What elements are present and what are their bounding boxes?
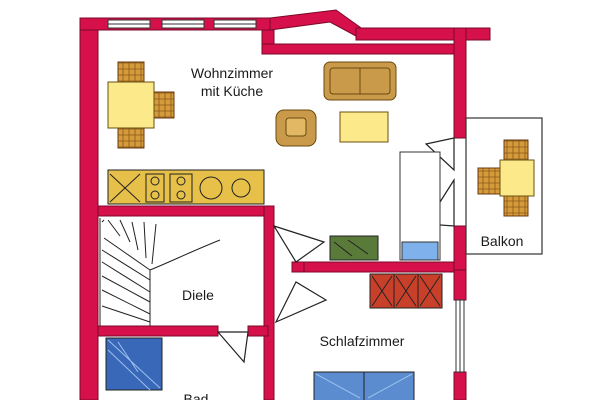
bed	[313, 371, 415, 400]
wall-top-angled	[269, 9, 365, 37]
windows	[107, 19, 465, 373]
door-living	[272, 224, 326, 263]
wall-right-upper	[453, 27, 467, 139]
armchair	[275, 109, 317, 147]
wall-left-outer	[79, 17, 99, 400]
wall-hall-bedroom-v	[263, 205, 275, 400]
wall-right-lower	[453, 269, 467, 301]
room-label-bath: Bad	[184, 391, 209, 400]
wall-bedroom-top	[299, 261, 455, 273]
staircase	[99, 218, 221, 326]
dining-set-balcony	[477, 139, 535, 217]
wall-top-right	[261, 43, 467, 55]
wall-top-right-upper	[355, 27, 491, 41]
wall-right-bottom	[453, 371, 467, 400]
tv-cabinet	[329, 235, 379, 261]
door-bedroom	[274, 281, 328, 324]
chair	[477, 167, 501, 195]
bathtub	[105, 337, 163, 391]
sofa	[323, 61, 397, 101]
storage-cabinet	[399, 151, 441, 261]
wall-bath-right	[247, 325, 269, 337]
doors	[216, 137, 455, 364]
coffee-table	[339, 111, 389, 143]
wall-hall-bath	[97, 325, 219, 337]
kitchen-counter	[107, 169, 265, 205]
wall-hall-joint	[291, 261, 305, 273]
balcony-table	[499, 159, 535, 197]
dining-set-living	[107, 61, 175, 149]
dining-table	[107, 81, 155, 129]
wall-right-mid	[453, 225, 467, 275]
room-label-hall: Diele	[182, 287, 214, 303]
walls	[79, 9, 491, 400]
door-bath	[216, 331, 249, 364]
wall-living-hall	[97, 205, 269, 217]
dresser	[369, 273, 443, 309]
room-label-bedroom: Schlafzimmer	[320, 333, 405, 349]
room-label-living-line2: mit Küche	[201, 83, 263, 99]
room-label-balcony: Balkon	[481, 233, 524, 249]
room-label-living-line1: Wohnzimmer	[191, 65, 274, 81]
